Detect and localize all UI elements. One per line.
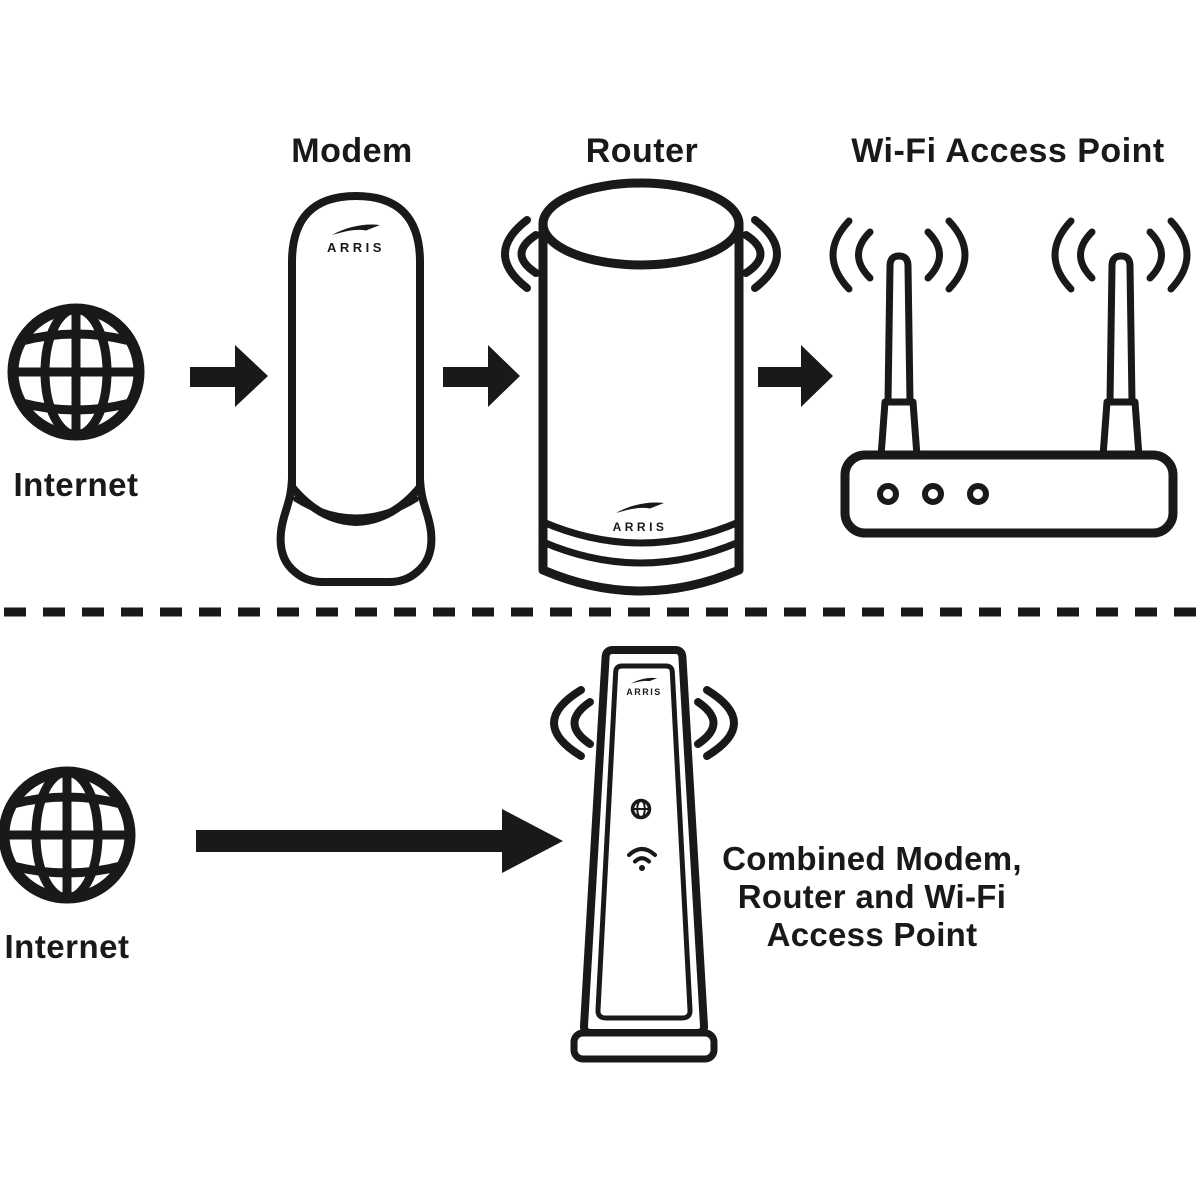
wifi-waves-icon-router — [501, 216, 781, 292]
combined-device-caption: Combined Modem, Router and Wi-Fi Access … — [722, 840, 1022, 954]
led-indicator-3 — [967, 483, 989, 505]
router-body — [538, 219, 744, 596]
router-device: ARRIS — [501, 178, 781, 596]
led-indicator-1 — [877, 483, 899, 505]
long-arrow-right-icon — [196, 809, 563, 873]
router-label: Router — [585, 132, 699, 170]
modem-device: ARRIS — [276, 192, 436, 586]
antenna-right — [1099, 252, 1143, 460]
arris-wordmark-modem: ARRIS — [327, 240, 385, 255]
combined-caption-line2: Router and Wi-Fi — [737, 878, 1007, 915]
arris-logo-modem: ARRIS — [327, 224, 385, 255]
arrow-right-icon-1 — [190, 345, 268, 407]
combined-caption-line3: Access Point — [766, 916, 978, 953]
modem-body — [288, 192, 424, 526]
wifi-waves-icon-combined — [550, 686, 738, 760]
arris-logo-router: ARRIS — [613, 502, 668, 534]
combined-caption-line1: Combined Modem, — [722, 840, 1022, 877]
arris-logo-combined: ARRIS — [626, 677, 662, 697]
access-point-chassis — [840, 450, 1178, 538]
globe-status-icon — [630, 798, 652, 820]
modem-rim-line — [293, 496, 419, 521]
internet-globe-icon-bottom — [0, 766, 136, 904]
arrow-right-icon-3 — [758, 345, 833, 407]
tower-front-panel — [595, 663, 693, 1021]
arrow-right-icon-2 — [443, 345, 520, 407]
wifi-status-icon — [627, 847, 657, 871]
access-point-label: Wi-Fi Access Point — [851, 132, 1165, 170]
router-trim-line-1 — [539, 518, 743, 547]
internet-globe-icon-top — [7, 303, 145, 441]
arris-wordmark-router: ARRIS — [613, 520, 668, 534]
internet-label-top: Internet — [13, 466, 139, 503]
tower-base — [570, 1029, 718, 1063]
router-trim-line-2 — [539, 538, 743, 567]
led-indicator-2 — [922, 483, 944, 505]
internet-label-bottom: Internet — [4, 928, 130, 965]
combined-device: ARRIS — [550, 646, 738, 1063]
antenna-left — [877, 252, 921, 460]
modem-label: Modem — [291, 132, 413, 170]
router-top — [538, 178, 744, 270]
arris-wordmark-combined: ARRIS — [626, 687, 662, 697]
access-point-device — [829, 217, 1191, 538]
wifi-waves-icon-left-antenna — [829, 217, 969, 293]
wifi-waves-icon-right-antenna — [1051, 217, 1191, 293]
